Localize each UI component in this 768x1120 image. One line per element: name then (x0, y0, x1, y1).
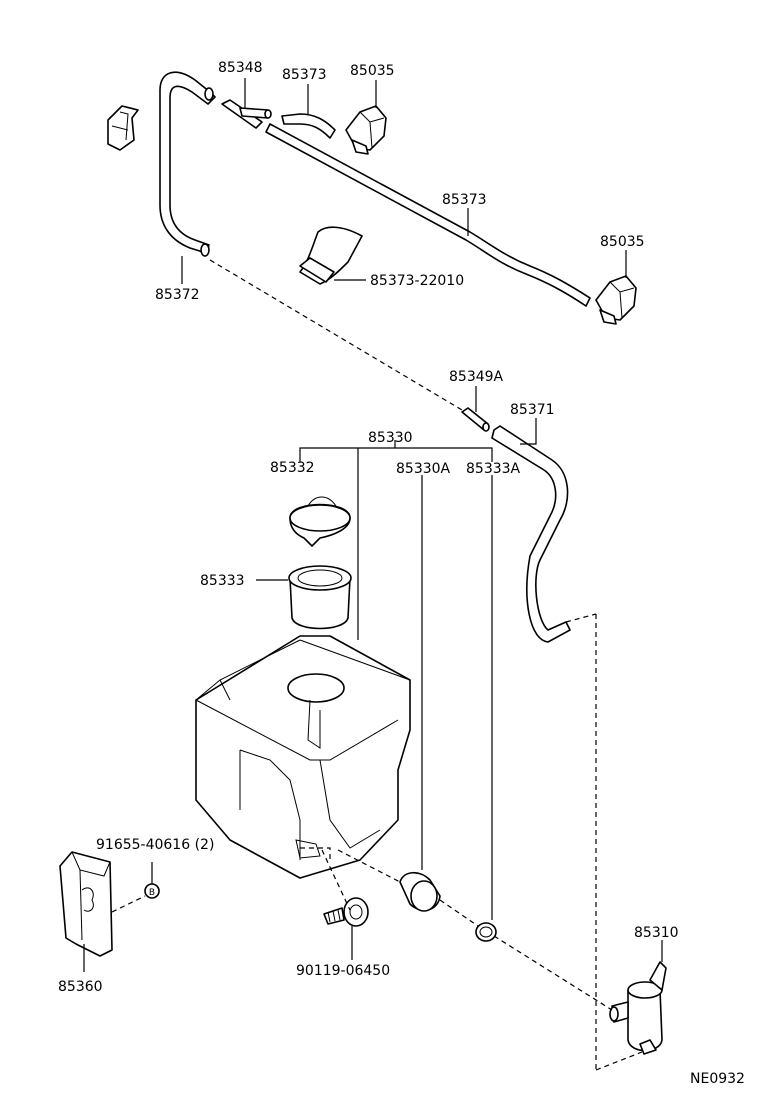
grommet-85330A[interactable] (399, 871, 441, 912)
label-85349A: 85349A (449, 369, 504, 385)
leader-lines (181, 78, 627, 445)
label-85310: 85310 (634, 925, 679, 941)
label-85372: 85372 (155, 287, 200, 303)
nozzle-85035-top[interactable] (345, 105, 387, 155)
label-85333: 85333 (200, 573, 245, 589)
hose-clip[interactable] (107, 105, 139, 151)
group-bracket-85330 (299, 440, 493, 920)
nozzle-85035-right[interactable] (595, 275, 637, 325)
strainer-85333[interactable] (256, 565, 352, 630)
label-85035-right: 85035 (600, 234, 645, 250)
label-85332: 85332 (270, 460, 315, 476)
reference-code: NE0932 (690, 1071, 745, 1087)
bracket-85360[interactable] (59, 851, 113, 972)
clamp-85373-22010[interactable] (299, 226, 363, 285)
label-90119-06450: 90119-06450 (296, 963, 390, 979)
label-85330A: 85330A (396, 461, 451, 477)
cap-85332[interactable] (289, 496, 351, 547)
nut-mark: B (149, 888, 155, 898)
label-85371: 85371 (510, 402, 555, 418)
washer-pump-85310[interactable] (609, 940, 667, 1055)
label-85333A: 85333A (466, 461, 521, 477)
assembly-lines-tank (111, 613, 643, 1071)
connector-85348[interactable] (221, 99, 272, 129)
label-85373-top: 85373 (282, 67, 327, 83)
label-85330: 85330 (368, 430, 413, 446)
label-85035-top: 85035 (350, 63, 395, 79)
washer-tank-85330[interactable] (195, 635, 411, 879)
label-85348: 85348 (218, 60, 263, 76)
nut-91655-40616[interactable]: B (144, 862, 160, 899)
bolt-90119-06450[interactable] (323, 897, 369, 960)
label-85373-mid: 85373 (442, 192, 487, 208)
label-85373-22010: 85373-22010 (370, 273, 464, 289)
hose-85371[interactable] (491, 425, 571, 643)
hose-85372[interactable] (159, 71, 216, 257)
seal-85333A[interactable] (475, 922, 497, 942)
hose-85373-long[interactable] (265, 123, 591, 307)
hose-85373-short[interactable] (281, 113, 336, 139)
connector-85349A[interactable] (461, 407, 490, 432)
label-91655-40616: 91655-40616 (2) (96, 837, 214, 853)
label-85360: 85360 (58, 979, 103, 995)
assembly-line-85372 (209, 259, 463, 411)
